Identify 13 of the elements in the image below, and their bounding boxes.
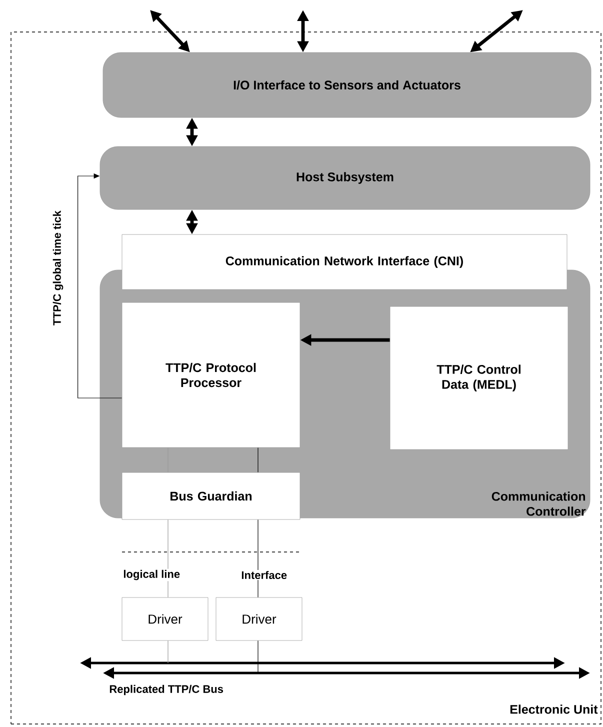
- subsystem-band: Host Subsystem: [100, 146, 590, 210]
- line-label: Interface: [240, 570, 288, 580]
- line-label: Replicated TTP/C Bus: [108, 684, 224, 696]
- component-box: TTP/C Protocol Processor: [122, 302, 300, 448]
- driver-box: Driver: [216, 597, 302, 641]
- component-box: Communication Network Interface (CNI): [122, 234, 568, 290]
- component-box: TTP/C Control Data (MEDL): [390, 306, 568, 450]
- line-label: logical line: [122, 568, 182, 582]
- edge-label: TTP/C global time tick: [52, 210, 64, 326]
- component-box: Bus Guardian: [122, 472, 300, 520]
- arrow: [78, 173, 122, 398]
- subsystem-band: I/O Interface to Sensors and Actuators: [102, 52, 592, 118]
- driver-box: Driver: [122, 597, 208, 641]
